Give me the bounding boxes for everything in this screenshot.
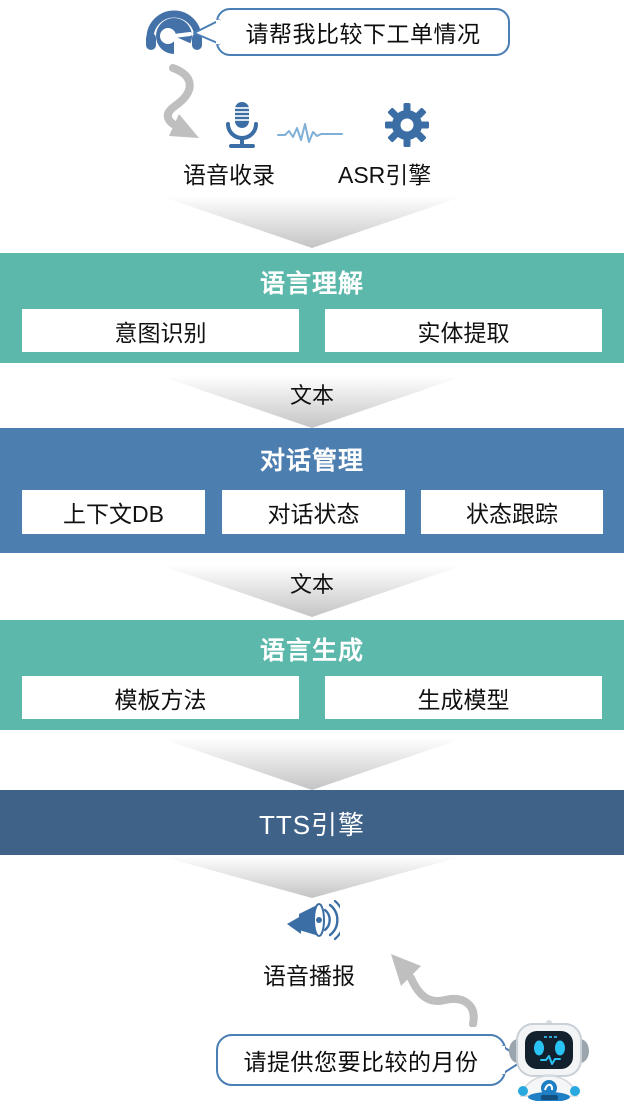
connector-nlg-to-tts <box>160 738 464 790</box>
headset-icon <box>144 6 204 60</box>
connector-nlu-to-dm-label: 文本 <box>289 383 334 408</box>
megaphone-icon <box>285 899 345 942</box>
stage-dm-title: 对话管理 <box>259 447 364 475</box>
stage-dm-box-state-tracking[interactable]: 状态跟踪 <box>421 490 603 534</box>
stage-nlg-box-model[interactable]: 生成模型 <box>325 676 602 719</box>
stage-nlu-box-entity-label: 实体提取 <box>417 319 510 346</box>
connector-dm-to-nlg-label: 文本 <box>289 572 334 597</box>
stage-nlg-box-model-label: 生成模型 <box>417 686 510 713</box>
stage-dm-box-context-db-label: 上下文DB <box>63 501 164 527</box>
stage-nlg-box-template[interactable]: 模板方法 <box>22 676 299 719</box>
connector-tts-to-broadcast <box>160 856 464 898</box>
user-speech-bubble: 请帮我比较下工单情况 <box>216 8 510 56</box>
stage-tts: TTS引擎 <box>0 790 624 855</box>
connector-asr-to-nlu <box>160 196 464 248</box>
stage-nlu-title: 语言理解 <box>259 270 364 298</box>
curved-up-arrow-icon <box>385 952 480 1028</box>
microphone-icon <box>222 100 262 150</box>
assistant-speech-bubble-text: 请提供您要比较的月份 <box>243 1049 479 1075</box>
broadcast-caption: 语音播报 <box>263 963 355 989</box>
stage-dm: 对话管理 上下文DB 对话状态 状态跟踪 <box>0 428 624 553</box>
stage-dm-box-state-tracking-label: 状态跟踪 <box>466 501 558 527</box>
stage-nlg: 语言生成 模板方法 生成模型 <box>0 620 624 730</box>
connector-dm-to-nlg: 文本 <box>160 565 464 617</box>
stage-nlu-box-entity[interactable]: 实体提取 <box>325 309 602 352</box>
stage-nlu-box-intent[interactable]: 意图识别 <box>22 309 299 352</box>
stage-nlg-box-template-label: 模板方法 <box>114 686 207 713</box>
assistant-speech-bubble: 请提供您要比较的月份 <box>216 1034 506 1086</box>
gear-icon <box>385 103 429 147</box>
stage-tts-title: TTS引擎 <box>258 810 366 840</box>
stage-nlu: 语言理解 意图识别 实体提取 <box>0 253 624 363</box>
stage-nlu-box-intent-label: 意图识别 <box>114 319 207 346</box>
user-speech-bubble-tail <box>192 18 222 48</box>
stage-dm-box-dialog-state-label: 对话状态 <box>267 501 360 527</box>
robot-mascot-icon <box>508 1018 590 1102</box>
asr-engine-caption: ASR引擎 <box>338 162 432 188</box>
curved-down-arrow-icon <box>155 62 225 147</box>
stage-dm-box-context-db[interactable]: 上下文DB <box>22 490 205 534</box>
audio-waveform-icon <box>277 122 343 146</box>
stage-nlg-title: 语言生成 <box>259 637 364 665</box>
stage-dm-box-dialog-state[interactable]: 对话状态 <box>222 490 405 534</box>
voice-capture-caption: 语音收录 <box>183 162 275 188</box>
connector-nlu-to-dm: 文本 <box>160 376 464 428</box>
user-speech-bubble-text: 请帮我比较下工单情况 <box>245 21 481 47</box>
